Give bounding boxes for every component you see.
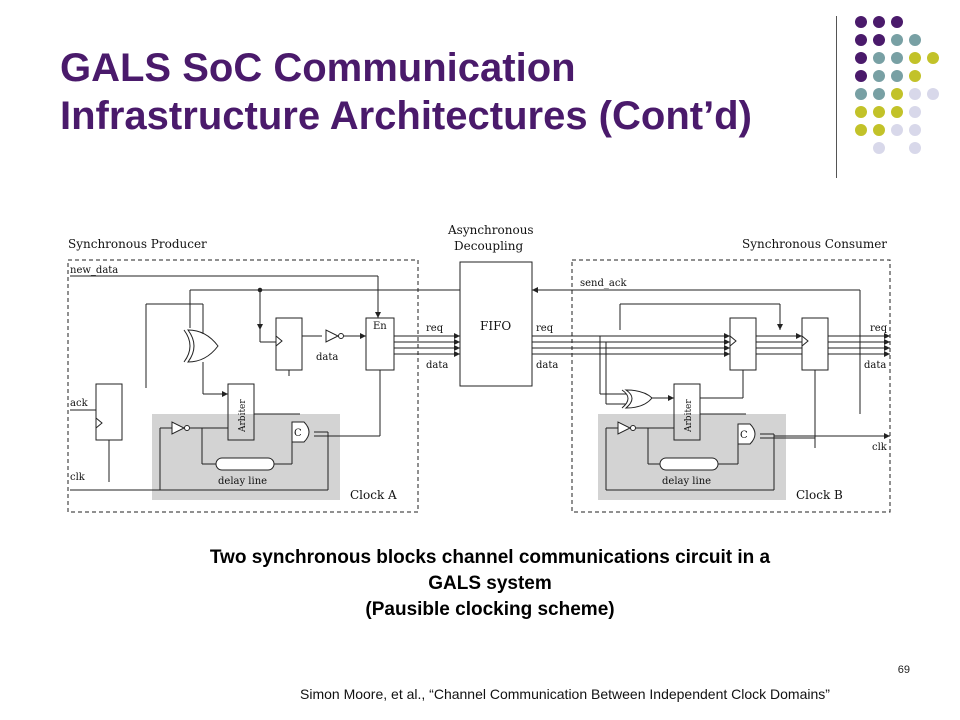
producer-data-register bbox=[275, 317, 303, 371]
producer-c-element bbox=[291, 421, 310, 443]
consumer-clk-label: clk bbox=[872, 442, 888, 453]
title-line-2: Infrastructure Architectures (Cont’d) bbox=[60, 94, 752, 138]
consumer-xor-gate bbox=[624, 389, 653, 409]
dot-row-5 bbox=[855, 88, 939, 100]
dot-row-7 bbox=[855, 124, 921, 136]
caption-line-3: (Pausible clocking scheme) bbox=[365, 599, 615, 620]
en-label: En bbox=[373, 321, 387, 332]
caption-line-2: GALS system bbox=[428, 573, 552, 594]
slide-title: GALS SoC Communication Infrastructure Ar… bbox=[60, 44, 820, 140]
producer-buffer bbox=[325, 329, 340, 343]
clock-b-label: Clock B bbox=[796, 488, 843, 502]
consumer-delay-label: delay line bbox=[662, 476, 711, 487]
consumer-data-out-label: data bbox=[864, 360, 886, 371]
consumer-req-in-label: req bbox=[536, 323, 554, 334]
producer-delay-label: delay line bbox=[218, 476, 267, 487]
send-ack-label: send_ack bbox=[580, 278, 627, 289]
consumer-arbiter bbox=[673, 383, 701, 441]
dot-row-8 bbox=[873, 142, 921, 154]
consumer-register-1 bbox=[729, 317, 757, 371]
producer-arbiter bbox=[227, 383, 255, 441]
producer-delay-line bbox=[215, 457, 275, 471]
title-divider-line bbox=[836, 16, 837, 178]
ack-label: ack bbox=[70, 398, 89, 409]
producer-arbiter-label: Arbiter bbox=[238, 399, 248, 433]
consumer-c-element bbox=[737, 423, 756, 445]
producer-boundary bbox=[67, 259, 419, 513]
page-number: 69 bbox=[897, 664, 910, 676]
consumer-data-in-label: data bbox=[536, 360, 558, 371]
circuit-diagram: Synchronous Producer Clock A new_data da… bbox=[67, 223, 891, 513]
producer-clk-label: clk bbox=[70, 472, 86, 483]
fifo-label: FIFO bbox=[480, 319, 511, 333]
producer-xor-gate bbox=[187, 329, 219, 363]
consumer-boundary bbox=[571, 259, 891, 513]
consumer-arbiter-label: Arbiter bbox=[684, 399, 694, 433]
consumer-c-label: C bbox=[740, 430, 748, 441]
consumer-delay-line bbox=[659, 457, 719, 471]
dot-row-3 bbox=[855, 52, 939, 64]
decoupling-label-2: Decoupling bbox=[454, 239, 523, 253]
decoupling-label-1: Asynchronous bbox=[447, 223, 534, 237]
citation: Simon Moore, et al., “Channel Communicat… bbox=[300, 686, 830, 702]
diagram-caption: Two synchronous blocks channel communica… bbox=[120, 545, 860, 623]
ack-register bbox=[95, 383, 123, 441]
producer-data-out-label: data bbox=[426, 360, 448, 371]
title-line-1: GALS SoC Communication bbox=[60, 46, 576, 90]
new-data-label: new_data bbox=[70, 265, 118, 276]
producer-req-label: req bbox=[426, 323, 444, 334]
dot-row-4 bbox=[855, 70, 921, 82]
clock-a-label: Clock A bbox=[350, 488, 397, 502]
consumer-req-out-label: req bbox=[870, 323, 888, 334]
producer-label: Synchronous Producer bbox=[68, 237, 207, 251]
producer-data-label: data bbox=[316, 352, 338, 363]
producer-c-label: C bbox=[294, 428, 302, 439]
decorative-dot-grid bbox=[855, 16, 939, 154]
dot-row-1 bbox=[855, 16, 903, 28]
consumer-label: Synchronous Consumer bbox=[742, 237, 887, 251]
consumer-register-2 bbox=[801, 317, 829, 371]
caption-line-1: Two synchronous blocks channel communica… bbox=[209, 547, 771, 568]
dot-row-6 bbox=[855, 106, 921, 118]
fifo-block bbox=[459, 261, 533, 387]
dot-row-2 bbox=[855, 34, 921, 46]
